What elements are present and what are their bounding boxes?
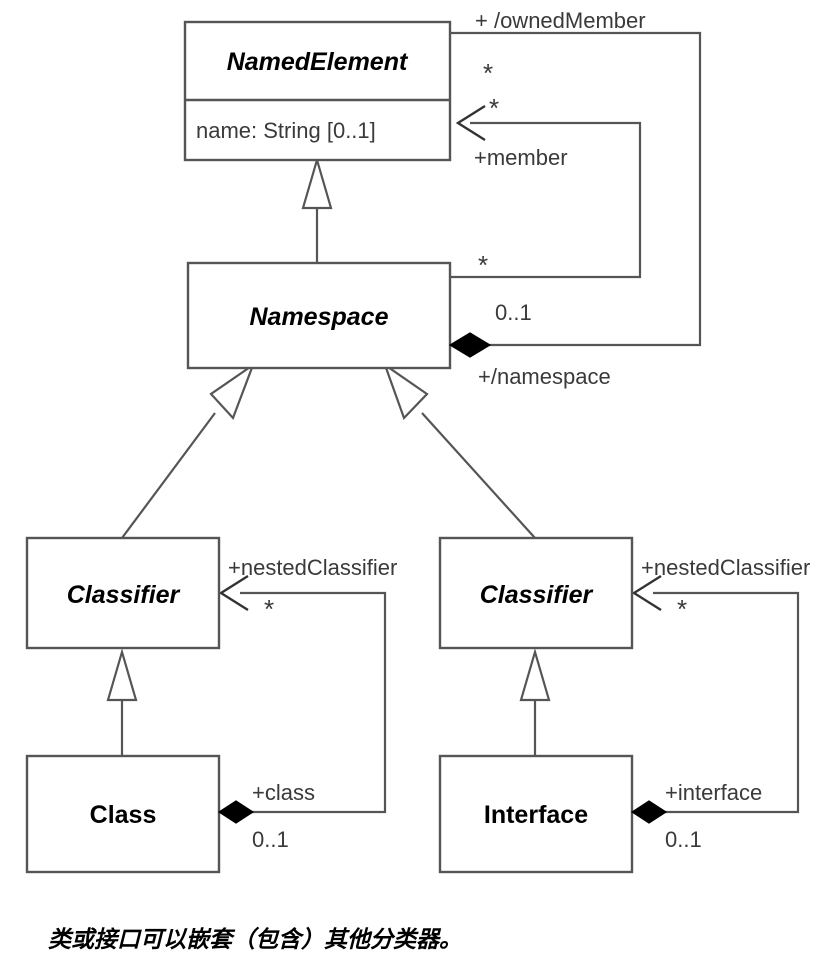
class-box-class-rect <box>25 754 221 874</box>
class-box-interface[interactable]: Interface <box>438 754 634 874</box>
class-box-classifier-left[interactable]: Classifier <box>25 536 221 650</box>
aggregation-diamond-interface <box>630 800 668 824</box>
class-name-named-element: NamedElement <box>227 48 409 76</box>
aggregation-diamond-class <box>217 800 255 824</box>
label-owned-member: + /ownedMember <box>475 8 646 33</box>
generalization-namespace-to-namedelement-head <box>301 156 333 210</box>
generalization-class-to-classifier-head <box>106 648 138 702</box>
nested-classifier-left-arrowhead <box>218 574 249 612</box>
label-nested-classifier-right: +nestedClassifier <box>641 555 810 580</box>
association-nested-classifier-right-line <box>653 591 800 814</box>
class-name-classifier-left: Classifier <box>67 581 181 609</box>
label-class-role: +class <box>252 780 315 805</box>
generalization-classifier-left-to-namespace-head <box>209 362 256 421</box>
class-box-namespace[interactable]: Namespace <box>186 261 452 370</box>
class-name-class: Class <box>90 801 157 829</box>
label-nested-classifier-right-multiplicity: * <box>677 594 687 624</box>
label-member: +member <box>474 145 568 170</box>
class-box-named-element[interactable]: NamedElement name: String [0..1] <box>183 20 452 162</box>
member-arrowhead <box>455 104 486 142</box>
generalization-interface-to-classifier-head <box>519 648 551 702</box>
nested-classifier-right-arrowhead <box>631 574 662 612</box>
association-owned-member-line <box>450 31 702 347</box>
label-interface-multiplicity: 0..1 <box>665 827 702 852</box>
generalization-classifier-right-to-namespace-line <box>421 412 536 539</box>
label-owned-member-multiplicity: * <box>483 58 493 88</box>
generalization-classifier-left-to-namespace-line <box>121 412 216 539</box>
label-member-multiplicity-target: * <box>489 93 499 123</box>
generalization-classifier-right-to-namespace-head <box>382 362 429 421</box>
class-attribute-named-element-name: name: String [0..1] <box>196 118 376 143</box>
diagram-caption: 类或接口可以嵌套（包含）其他分类器。 <box>48 926 462 953</box>
label-namespace-role: +/namespace <box>478 364 611 389</box>
aggregation-diamond-namespace <box>448 332 492 358</box>
class-name-namespace: Namespace <box>250 303 389 331</box>
label-nested-classifier-left-multiplicity: * <box>264 594 274 624</box>
class-box-classifier-right[interactable]: Classifier <box>438 536 634 650</box>
class-box-named-element-rect <box>183 20 452 162</box>
class-name-classifier-right: Classifier <box>480 581 594 609</box>
class-box-classifier-left-rect <box>25 536 221 650</box>
label-interface-role: +interface <box>665 780 762 805</box>
label-namespace-multiplicity: 0..1 <box>495 300 532 325</box>
association-member-line <box>450 121 642 279</box>
class-box-namespace-rect <box>186 261 452 370</box>
class-box-interface-rect <box>438 754 634 874</box>
association-nested-classifier-left-line <box>240 591 387 814</box>
label-member-multiplicity-source: * <box>478 250 488 280</box>
class-box-classifier-right-rect <box>438 536 634 650</box>
class-name-interface: Interface <box>484 801 588 829</box>
class-box-class[interactable]: Class <box>25 754 221 874</box>
label-class-multiplicity: 0..1 <box>252 827 289 852</box>
label-nested-classifier-left: +nestedClassifier <box>228 555 397 580</box>
